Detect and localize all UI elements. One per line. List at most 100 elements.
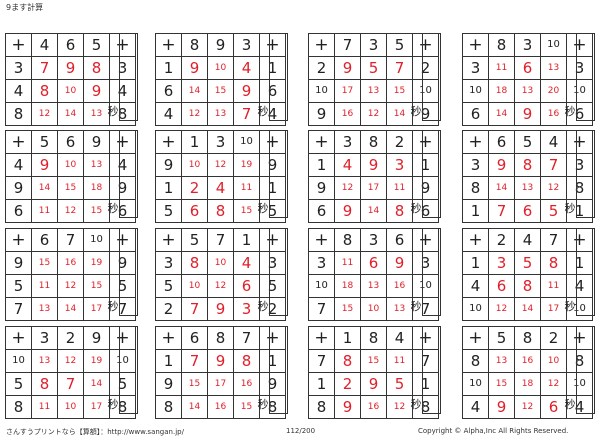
time-entry-box[interactable] xyxy=(119,228,138,316)
time-entry-box[interactable] xyxy=(269,228,288,316)
top-number: 9 xyxy=(207,33,234,57)
top-number: 1 xyxy=(181,130,208,154)
left-number: 2 xyxy=(155,297,182,321)
left-number: 3 xyxy=(462,56,489,80)
answer-cell: 14 xyxy=(181,79,208,103)
answer-cell: 15 xyxy=(233,199,260,223)
top-number: 8 xyxy=(488,33,515,57)
left-number: 10 xyxy=(462,297,489,321)
operator-sign: + xyxy=(412,228,439,252)
operator-sign: + xyxy=(5,326,32,350)
time-entry-box[interactable] xyxy=(422,33,441,121)
right-number: 8 xyxy=(566,349,593,373)
answer-cell: 12 xyxy=(31,102,58,126)
operator-sign: + xyxy=(308,33,335,57)
time-entry-box[interactable] xyxy=(119,33,138,121)
seconds-label: 秒 xyxy=(410,202,422,215)
answer-cell: 8 xyxy=(514,274,541,298)
time-entry-box[interactable] xyxy=(269,326,288,414)
answer-cell: 9 xyxy=(83,79,110,103)
left-number: 3 xyxy=(5,56,32,80)
time-entry-box[interactable] xyxy=(269,130,288,218)
answer-cell: 10 xyxy=(207,56,234,80)
answer-cell: 18 xyxy=(334,274,361,298)
left-number: 8 xyxy=(5,395,32,419)
answer-cell: 3 xyxy=(488,251,515,275)
right-number: 1 xyxy=(259,349,286,373)
page-title: 9ます計算 xyxy=(6,3,44,12)
answer-cell: 5 xyxy=(386,372,413,396)
left-number: 1 xyxy=(462,251,489,275)
answer-cell: 14 xyxy=(386,102,413,126)
left-number: 4 xyxy=(5,79,32,103)
answer-cell: 10 xyxy=(207,251,234,275)
seconds-label: 秒 xyxy=(410,105,422,118)
operator-sign: + xyxy=(109,33,136,57)
right-number: 5 xyxy=(259,199,286,223)
operator-sign: + xyxy=(462,130,489,154)
time-entry-box[interactable] xyxy=(576,33,595,121)
operator-sign: + xyxy=(155,326,182,350)
time-entry-box[interactable] xyxy=(576,130,595,218)
time-entry-box[interactable] xyxy=(119,130,138,218)
time-entry-box[interactable] xyxy=(269,33,288,121)
answer-cell: 4 xyxy=(334,153,361,177)
left-number: 1 xyxy=(308,372,335,396)
left-number: 10 xyxy=(462,79,489,103)
time-entry-box[interactable] xyxy=(422,130,441,218)
right-number: 4 xyxy=(109,79,136,103)
left-number: 9 xyxy=(5,176,32,200)
footer-copyright: Copyright © Alpha,Inc All Rights Reserve… xyxy=(418,427,569,435)
time-entry-box[interactable] xyxy=(119,326,138,414)
answer-cell: 7 xyxy=(386,56,413,80)
left-number: 1 xyxy=(462,199,489,223)
time-entry-box[interactable] xyxy=(422,228,441,316)
answer-cell: 15 xyxy=(334,297,361,321)
time-entry-box[interactable] xyxy=(576,228,595,316)
answer-cell: 14 xyxy=(181,395,208,419)
answer-cell: 13 xyxy=(514,79,541,103)
right-number: 10 xyxy=(109,349,136,373)
top-number: 2 xyxy=(57,326,84,350)
top-number: 5 xyxy=(488,326,515,350)
answer-cell: 14 xyxy=(57,102,84,126)
answer-cell: 14 xyxy=(31,176,58,200)
right-number: 1 xyxy=(566,199,593,223)
top-number: 4 xyxy=(31,33,58,57)
top-number: 7 xyxy=(540,228,567,252)
answer-cell: 7 xyxy=(233,102,260,126)
time-entry-box[interactable] xyxy=(576,326,595,414)
answer-cell: 16 xyxy=(514,349,541,373)
answer-cell: 6 xyxy=(233,274,260,298)
top-number: 5 xyxy=(514,130,541,154)
operator-sign: + xyxy=(5,130,32,154)
top-number: 9 xyxy=(83,326,110,350)
answer-cell: 9 xyxy=(207,297,234,321)
left-number: 4 xyxy=(5,153,32,177)
top-number: 6 xyxy=(386,228,413,252)
operator-sign: + xyxy=(308,130,335,154)
right-number: 8 xyxy=(109,102,136,126)
right-number: 6 xyxy=(566,102,593,126)
answer-cell: 8 xyxy=(514,153,541,177)
answer-cell: 16 xyxy=(207,395,234,419)
answer-cell: 5 xyxy=(360,56,387,80)
right-number: 3 xyxy=(566,153,593,177)
top-number: 10 xyxy=(233,130,260,154)
time-entry-box[interactable] xyxy=(422,326,441,414)
answer-cell: 13 xyxy=(360,274,387,298)
answer-cell: 12 xyxy=(181,102,208,126)
top-number: 3 xyxy=(360,228,387,252)
left-number: 3 xyxy=(308,251,335,275)
answer-cell: 6 xyxy=(181,199,208,223)
answer-cell: 9 xyxy=(488,153,515,177)
answer-cell: 18 xyxy=(488,79,515,103)
answer-cell: 11 xyxy=(31,274,58,298)
